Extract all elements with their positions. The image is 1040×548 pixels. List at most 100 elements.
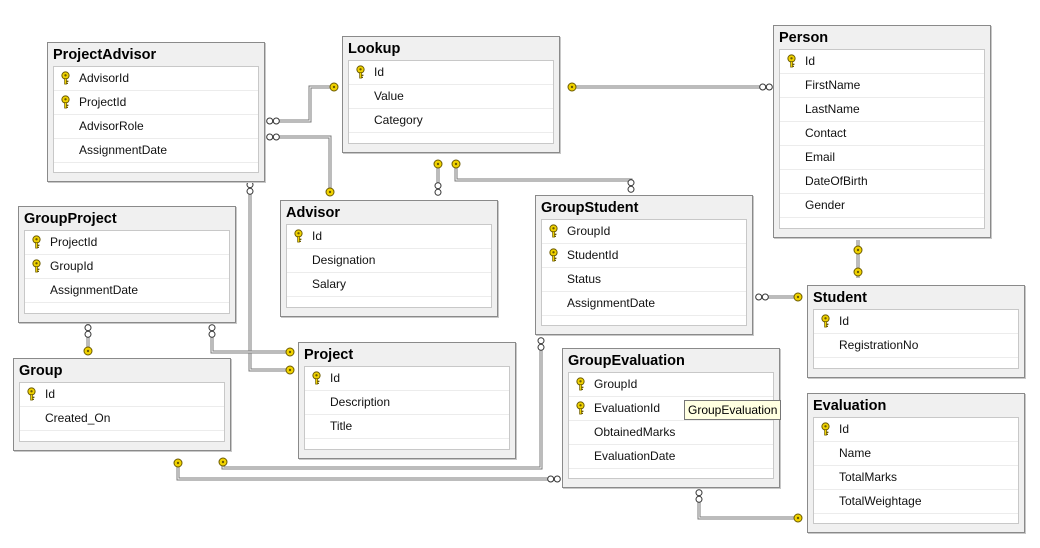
column-row[interactable]: EvaluationDate: [569, 445, 773, 469]
column-name: LastName: [805, 102, 860, 116]
many-end-infinity-icon: [627, 179, 635, 193]
primary-key-icon: [542, 220, 564, 242]
column-row[interactable]: Contact: [780, 122, 984, 146]
column-row[interactable]: LastName: [780, 98, 984, 122]
column-row[interactable]: Id: [305, 367, 509, 391]
column-row[interactable]: Value: [349, 85, 553, 109]
column-row[interactable]: ObtainedMarks: [569, 421, 773, 445]
column-row[interactable]: AssignmentDate: [25, 279, 229, 303]
table-title: Group: [19, 363, 63, 379]
column-row[interactable]: ProjectId: [54, 91, 258, 115]
column-row[interactable]: Id: [780, 50, 984, 74]
column-row[interactable]: TotalWeightage: [814, 490, 1018, 514]
column-name: DateOfBirth: [805, 174, 868, 188]
relationship-line: [697, 492, 800, 520]
column-row[interactable]: AssignmentDate: [542, 292, 746, 316]
many-end-infinity-icon: [695, 489, 703, 503]
one-end-key-icon: [853, 267, 863, 277]
column-row[interactable]: Id: [349, 61, 553, 85]
table-title: Student: [813, 290, 867, 306]
column-row[interactable]: AssignmentDate: [54, 139, 258, 163]
column-row[interactable]: Email: [780, 146, 984, 170]
column-row[interactable]: Category: [349, 109, 553, 133]
table-title: ProjectAdvisor: [53, 47, 157, 63]
many-end-infinity-icon: [755, 293, 769, 301]
column-row[interactable]: Id: [287, 225, 491, 249]
many-end-infinity-icon: [266, 117, 280, 125]
column-name: Value: [374, 89, 404, 103]
column-name: GroupId: [594, 377, 638, 391]
column-row[interactable]: Id: [814, 310, 1018, 334]
column-row[interactable]: GroupId: [25, 255, 229, 279]
column-row[interactable]: TotalMarks: [814, 466, 1018, 490]
column-row[interactable]: EvaluationId: [569, 397, 773, 421]
column-row[interactable]: StudentId: [542, 244, 746, 268]
column-name: Id: [374, 65, 385, 79]
column-name: AdvisorId: [79, 71, 130, 85]
column-row[interactable]: Salary: [287, 273, 491, 297]
column-row[interactable]: Designation: [287, 249, 491, 273]
one-end-key-icon: [433, 159, 443, 169]
column-row[interactable]: ProjectId: [25, 231, 229, 255]
column-row[interactable]: Title: [305, 415, 509, 439]
column-name: Salary: [312, 277, 347, 291]
table-title: Evaluation: [813, 398, 887, 414]
one-end-key-icon: [218, 457, 228, 467]
column-name: Email: [805, 150, 836, 164]
column-row[interactable]: AdvisorRole: [54, 115, 258, 139]
one-end-key-icon: [173, 458, 183, 468]
column-name: Status: [567, 272, 602, 286]
column-name: AssignmentDate: [79, 143, 168, 157]
column-name: ProjectId: [50, 235, 98, 249]
column-row[interactable]: Description: [305, 391, 509, 415]
column-name: GroupId: [567, 224, 611, 238]
column-row[interactable]: Status: [542, 268, 746, 292]
column-name: TotalMarks: [839, 470, 898, 484]
primary-key-icon: [25, 231, 47, 253]
relationship-line: [454, 160, 633, 188]
column-row[interactable]: Created_On: [20, 407, 224, 431]
column-name: Created_On: [45, 411, 111, 425]
column-row[interactable]: Id: [20, 383, 224, 407]
column-row[interactable]: RegistrationNo: [814, 334, 1018, 358]
many-end-infinity-icon: [208, 324, 216, 338]
column-row[interactable]: GroupId: [569, 373, 773, 397]
column-name: Id: [312, 229, 323, 243]
relationship-line-inner: [278, 136, 331, 190]
column-name: ProjectId: [79, 95, 127, 109]
column-name: TotalWeightage: [839, 494, 922, 508]
table-title: GroupProject: [24, 211, 117, 227]
one-end-key-icon: [451, 159, 461, 169]
column-row[interactable]: GroupId: [542, 220, 746, 244]
column-name: AssignmentDate: [50, 283, 139, 297]
column-name: Id: [805, 54, 816, 68]
column-row[interactable]: FirstName: [780, 74, 984, 98]
column-row[interactable]: AdvisorId: [54, 67, 258, 91]
many-end-infinity-icon: [759, 83, 773, 91]
column-row[interactable]: Name: [814, 442, 1018, 466]
column-row[interactable]: DateOfBirth: [780, 170, 984, 194]
many-end-infinity-icon: [84, 324, 92, 338]
column-row[interactable]: Id: [814, 418, 1018, 442]
column-row[interactable]: Gender: [780, 194, 984, 218]
table-title: GroupStudent: [541, 200, 639, 216]
primary-key-icon: [54, 91, 76, 113]
